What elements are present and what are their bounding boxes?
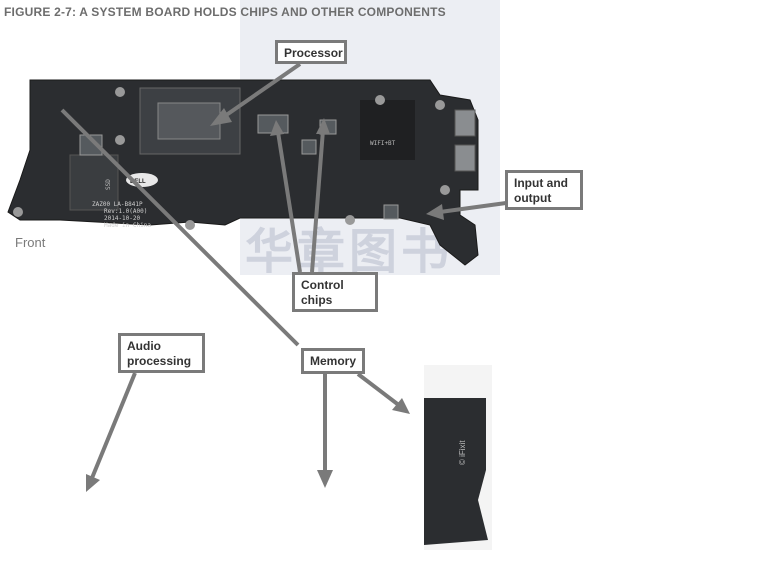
system-board: WIFI+BT SSD DELL ZAZ00 LA-B841P Rev:1.0(… [7, 79, 479, 266]
dell-logo: DELL [130, 179, 146, 185]
callout-input-output: Input and output [505, 170, 583, 210]
callout-audio-processing: Audio processing [118, 333, 205, 373]
callout-io-line-2: output [514, 191, 552, 205]
front-label: Front [15, 235, 46, 250]
silkscreen-line-3: 2014-10-20 [104, 215, 141, 222]
callout-control-chips: Control chips [292, 272, 378, 312]
callout-audio-line-1: Audio [127, 339, 161, 353]
silkscreen-line-1: ZAZ00 LA-B841P [92, 201, 143, 208]
callout-io-line-1: Input and [514, 176, 568, 190]
silkscreen-line-4: Made in China [104, 222, 151, 229]
callout-audio-line-2: processing [127, 354, 192, 368]
copyright-label: © iFixit [458, 440, 467, 465]
callout-memory-text: Memory [310, 354, 357, 368]
board-fragment [424, 365, 492, 550]
callout-control-line-1: Control [301, 278, 344, 292]
callout-memory: Memory [301, 348, 365, 374]
callout-arrows [60, 62, 507, 492]
watermark-text: 华章图书 [245, 224, 454, 280]
callout-control-line-2: chips [301, 293, 333, 307]
figure-title: FIGURE 2-7: A SYSTEM BOARD HOLDS CHIPS A… [4, 5, 446, 19]
callout-processor: Processor [275, 40, 347, 64]
wifi-label: WIFI+BT [370, 140, 396, 147]
ssd-label: SSD [105, 179, 112, 190]
silkscreen-line-2: Rev:1.0(A00) [104, 208, 147, 215]
callout-processor-text: Processor [284, 46, 343, 60]
